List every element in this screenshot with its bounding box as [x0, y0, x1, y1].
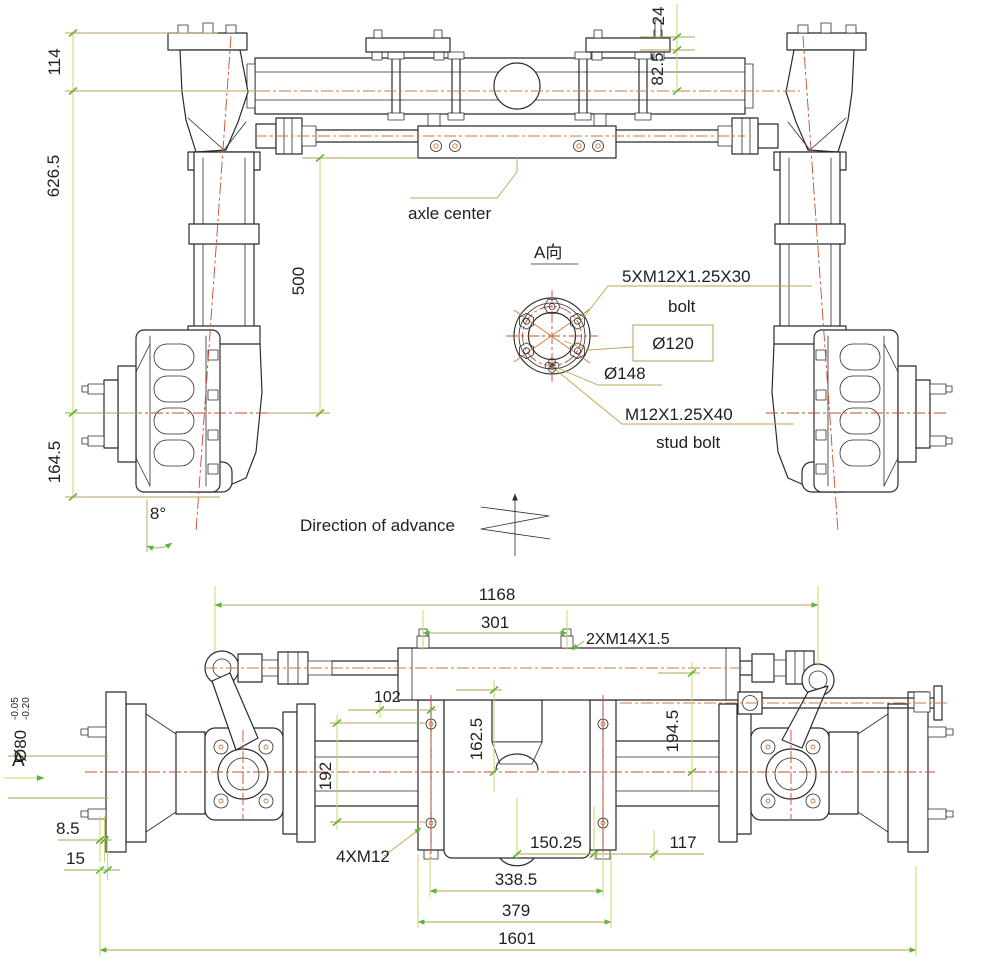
axle-tubes	[314, 740, 720, 807]
wheel-stud	[929, 383, 947, 395]
wheel-stud	[927, 726, 947, 738]
front-tie-rod	[255, 113, 779, 159]
dim-82-5: 82.5	[648, 52, 667, 85]
top-bracket-right	[585, 19, 671, 61]
dim-192: 192	[316, 762, 335, 790]
dim-164-5: 164.5	[45, 441, 64, 484]
dim-102: 102	[374, 689, 401, 706]
section-a-indicator: A	[4, 750, 45, 782]
dim-8deg: 8°	[150, 504, 166, 523]
dim-dia80: Ø80	[11, 730, 30, 762]
plan-view: 1168 301 2XM14X1.5 Ø80 -0.05 -0.20 A	[4, 585, 954, 956]
differential-housing	[443, 686, 591, 867]
detail-title: A向	[534, 243, 562, 262]
cylinder-body	[397, 647, 741, 701]
wheel-stud	[87, 383, 105, 395]
stud-spec-leader	[555, 369, 794, 425]
front-view: 114 626.5 164.5 24 82.5 500 8° axle cent…	[44, 4, 953, 552]
dim-2xm14: 2XM14X1.5	[586, 631, 670, 648]
4xm12-leader	[383, 827, 422, 857]
differential-bore	[493, 62, 541, 110]
beam-spring-flanges	[387, 51, 652, 121]
direction-label: Direction of advance	[300, 516, 455, 535]
dim-4xm12: 4XM12	[336, 847, 390, 866]
right-kingpin-centerline	[802, 35, 839, 533]
bracket-pin	[654, 19, 662, 39]
steering-mount-plate	[417, 125, 617, 159]
dim-338-5: 338.5	[495, 870, 538, 889]
left-kingpin-centerline	[195, 35, 232, 533]
bolt-word-label: bolt	[668, 297, 696, 316]
axle-center-leader	[410, 158, 518, 199]
dim-8-5: 8.5	[56, 819, 80, 838]
dim-379: 379	[502, 901, 530, 920]
right-steering-arm	[781, 685, 829, 749]
dim-1601: 1601	[498, 929, 536, 948]
advance-arrow-icon	[480, 493, 551, 557]
axle-beam	[246, 51, 754, 121]
dia148-leader	[547, 363, 662, 386]
dia120-box	[632, 324, 714, 362]
dia148-label: Ø148	[604, 364, 646, 383]
dim-500: 500	[289, 267, 308, 295]
plan-centerlines	[85, 667, 948, 858]
detail-callouts: 5XM12X1.25X30 bolt Ø120 Ø148 M12X1.25X40…	[547, 267, 812, 452]
dim-1168: 1168	[479, 585, 516, 604]
dia120-leader	[563, 340, 634, 351]
direction-of-advance: Direction of advance	[300, 493, 551, 557]
wheel-stud	[87, 435, 105, 447]
dim-150-25: 150.25	[530, 833, 582, 852]
dim-dia80-tol-lower: -0.20	[21, 697, 32, 720]
dim-dia80-group: Ø80 -0.05 -0.20	[8, 697, 108, 799]
left-steering-arm	[211, 672, 259, 751]
wheel-stud	[929, 435, 947, 447]
left-wheel-hub	[81, 329, 221, 493]
bolt-spec-leader	[579, 285, 812, 323]
flange-bolt	[515, 340, 538, 362]
stud-word-label: stud bolt	[656, 433, 721, 452]
dim-dia80-tol-upper: -0.05	[10, 697, 21, 720]
detail-view-a: A向 5XM12X1.25X30 bolt Ø120	[506, 243, 812, 452]
wheel-stud	[87, 726, 107, 738]
axle-center-label: axle center	[408, 204, 491, 223]
dim-162-5: 162.5	[467, 718, 486, 761]
wheel-stud	[927, 808, 947, 820]
dim-301: 301	[481, 613, 509, 632]
dia120-label: Ø120	[652, 334, 694, 353]
dim-117: 117	[669, 833, 696, 852]
right-wheel-hub	[813, 329, 953, 493]
dim-114: 114	[45, 48, 64, 75]
bolt-spec-label: 5XM12X1.25X30	[622, 267, 751, 286]
hub-flange-detail	[506, 290, 598, 382]
dim-626-5: 626.5	[44, 155, 63, 198]
top-bracket-left	[365, 29, 451, 61]
dim-194-5: 194.5	[663, 710, 682, 753]
wheel-stud	[87, 808, 107, 820]
section-a-label: A	[12, 750, 25, 771]
front-dimensions: 114 626.5 164.5 24 82.5 500 8° axle cent…	[44, 4, 695, 552]
plan-left-wheel	[80, 691, 316, 853]
dim-24: 24	[649, 7, 668, 26]
plan-dimensions: 1168 301 2XM14X1.5 Ø80 -0.05 -0.20 A	[4, 585, 917, 956]
stud-spec-label: M12X1.25X40	[625, 405, 733, 424]
dim-15: 15	[66, 849, 85, 868]
